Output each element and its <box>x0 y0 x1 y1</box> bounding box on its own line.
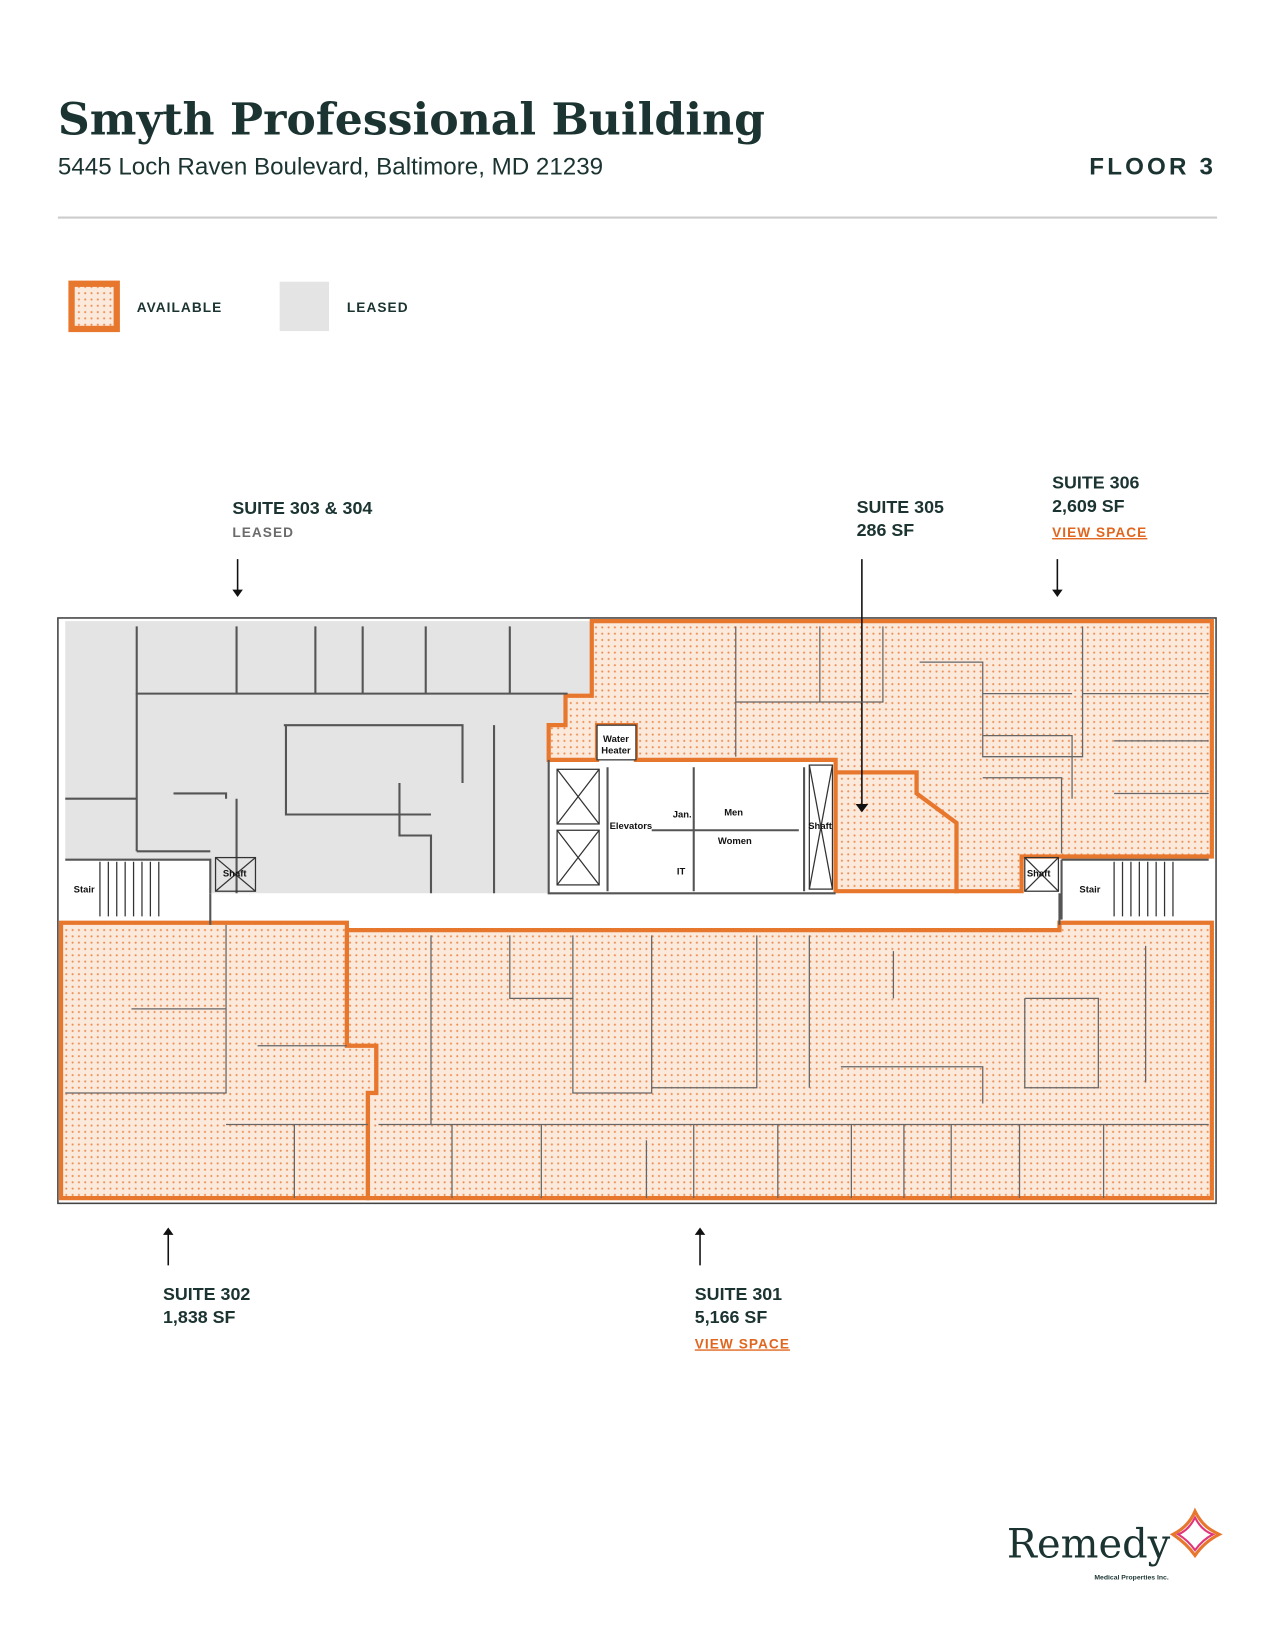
legend: AVAILABLE LEASED <box>68 280 409 333</box>
room-label-shaft: Shaft <box>223 868 247 879</box>
suite-302-label: SUITE 302 1,838 SF <box>162 1227 250 1327</box>
room-label-women: Women <box>718 836 752 847</box>
suite-name: SUITE 303 & 304 <box>232 498 372 518</box>
legend-leased-label: LEASED <box>347 300 409 315</box>
suite-305-area[interactable] <box>833 770 959 894</box>
arrowhead-icon <box>1052 589 1063 597</box>
arrowhead-icon <box>232 589 243 597</box>
room-label-stair: Stair <box>74 884 95 895</box>
remedy-logo: Remedy Medical Properties Inc. <box>1007 1507 1223 1582</box>
room-label-stair: Stair <box>1079 884 1100 895</box>
room-label-men: Men <box>724 808 743 819</box>
room-label-janitor: Jan. <box>673 810 692 821</box>
suite-301-area[interactable] <box>344 920 1214 1201</box>
room-label-water-heater: Water <box>603 734 629 745</box>
suite-306-label: SUITE 306 2,609 SF VIEW SPACE <box>1052 473 1147 597</box>
page-title: Smyth Professional Building <box>58 95 765 146</box>
room-label-it: IT <box>677 866 686 877</box>
legend-leased-swatch <box>279 281 330 332</box>
logo-wordmark: Remedy <box>1007 1522 1171 1568</box>
room-label-elevators: Elevators <box>610 821 653 832</box>
floor-plan: Water Heater Elevators Jan. Men Women IT… <box>57 559 1217 1205</box>
suite-name: SUITE 301 <box>695 1284 782 1304</box>
suite-status: LEASED <box>232 525 294 540</box>
room-label-water-heater: Heater <box>601 746 631 757</box>
suite-name: SUITE 302 <box>163 1284 250 1304</box>
logo-emblem-icon <box>1169 1507 1223 1559</box>
suite-name: SUITE 306 <box>1052 473 1139 493</box>
interior-walls <box>65 626 1209 925</box>
logo-tagline: Medical Properties Inc. <box>1094 1575 1168 1582</box>
suite-area: 5,166 SF <box>695 1307 768 1327</box>
floor-label: FLOOR 3 <box>1089 153 1216 180</box>
building-address: 5445 Loch Raven Boulevard, Baltimore, MD… <box>58 153 603 180</box>
legend-available-swatch <box>68 280 120 333</box>
view-space-link-306[interactable]: VIEW SPACE <box>1052 525 1147 540</box>
suite-area: 2,609 SF <box>1052 496 1125 516</box>
suite-303-304-label: SUITE 303 & 304 LEASED <box>232 498 372 597</box>
suite-area: 286 SF <box>857 520 915 540</box>
suite-303-304-area[interactable] <box>61 621 592 894</box>
suite-area: 1,838 SF <box>163 1307 236 1327</box>
arrowhead-icon <box>162 1227 174 1235</box>
arrowhead-icon <box>855 803 869 813</box>
suite-306-area[interactable] <box>546 619 1214 894</box>
suite-302-area[interactable] <box>58 920 379 1201</box>
interior-walls-available <box>65 626 1209 1199</box>
room-label-shaft: Shaft <box>1027 868 1051 879</box>
suite-301-label: SUITE 301 5,166 SF VIEW SPACE <box>694 1227 790 1351</box>
room-label-shaft: Shaft <box>808 821 832 832</box>
view-space-link-301[interactable]: VIEW SPACE <box>695 1336 790 1351</box>
elevator-shafts <box>99 724 1174 917</box>
legend-available-label: AVAILABLE <box>137 300 223 315</box>
suite-305-label: SUITE 305 286 SF <box>857 497 944 540</box>
suite-name: SUITE 305 <box>857 497 944 517</box>
arrowhead-icon <box>694 1227 706 1235</box>
